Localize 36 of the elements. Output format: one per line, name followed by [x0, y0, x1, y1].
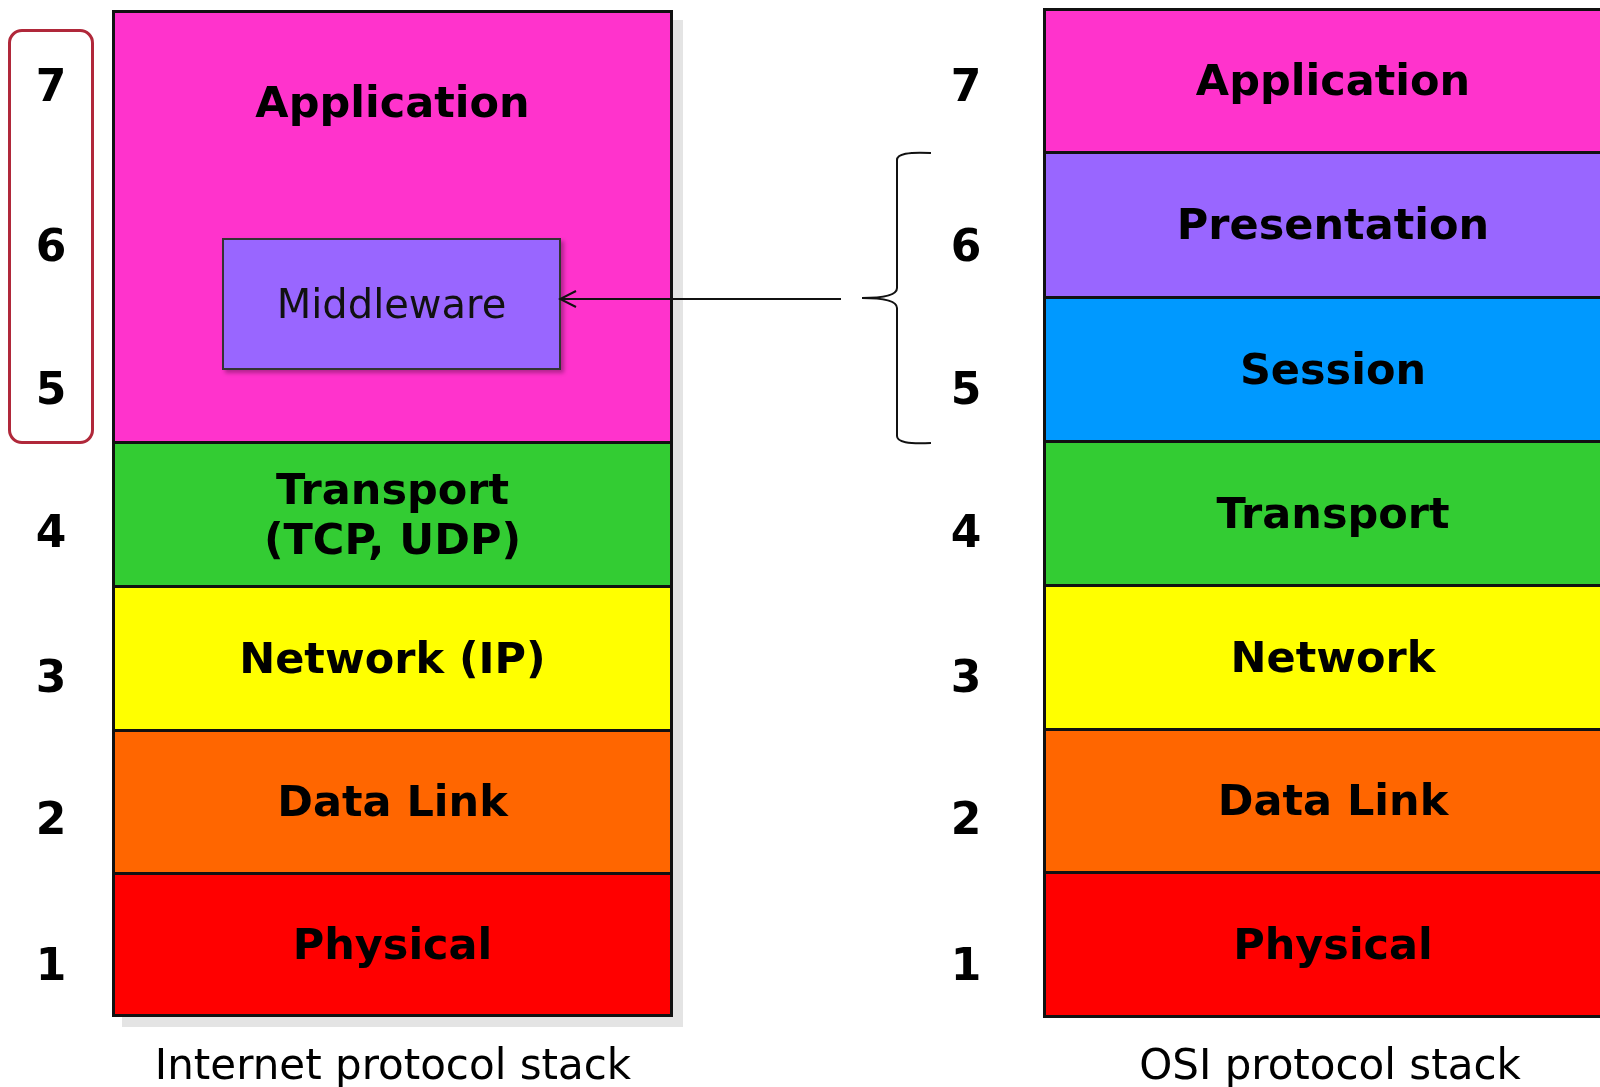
layer-label: Data Link	[1217, 776, 1449, 826]
protocol-layer	[1043, 296, 1600, 443]
layer-number: 6	[950, 219, 982, 271]
layer-number: 6	[35, 219, 67, 271]
layer-number: 1	[35, 938, 67, 990]
layer-label: Physical	[292, 919, 493, 970]
layer-label: Network	[1230, 632, 1436, 683]
protocol-layer	[1043, 440, 1600, 587]
layer-number: 7	[35, 59, 67, 111]
layer-number: 4	[35, 505, 67, 557]
layer-label: Application	[255, 78, 530, 128]
layer-label: Presentation	[1176, 200, 1490, 250]
layer-number: 2	[950, 792, 982, 844]
arrow	[559, 290, 842, 308]
protocol-layer	[1043, 8, 1600, 154]
protocol-layer	[1043, 728, 1600, 874]
protocol-layer	[1043, 871, 1600, 1018]
layer-number: 3	[35, 650, 67, 702]
layer-label: Session	[1239, 344, 1427, 395]
middleware-box	[222, 238, 561, 370]
layer-label: Middleware	[276, 281, 507, 327]
protocol-layer	[1043, 584, 1600, 731]
layer-number: 3	[950, 650, 982, 702]
layer-number: 5	[35, 362, 67, 414]
layer-label: Transport (TCP, UDP)	[262, 465, 523, 564]
layer-label: Transport	[1216, 488, 1450, 539]
layer-number: 4	[950, 505, 982, 557]
layer-label: Physical	[1233, 919, 1433, 970]
protocol-layer	[1043, 151, 1600, 299]
layer-number: 5	[950, 362, 982, 414]
layer-label: Network (IP)	[239, 633, 546, 684]
layer-number: 2	[35, 792, 67, 844]
layer-label: Application	[1195, 56, 1471, 106]
layer-number: 1	[950, 938, 982, 990]
layer-number: 7	[950, 59, 982, 111]
layer-label: Data Link	[277, 777, 508, 827]
